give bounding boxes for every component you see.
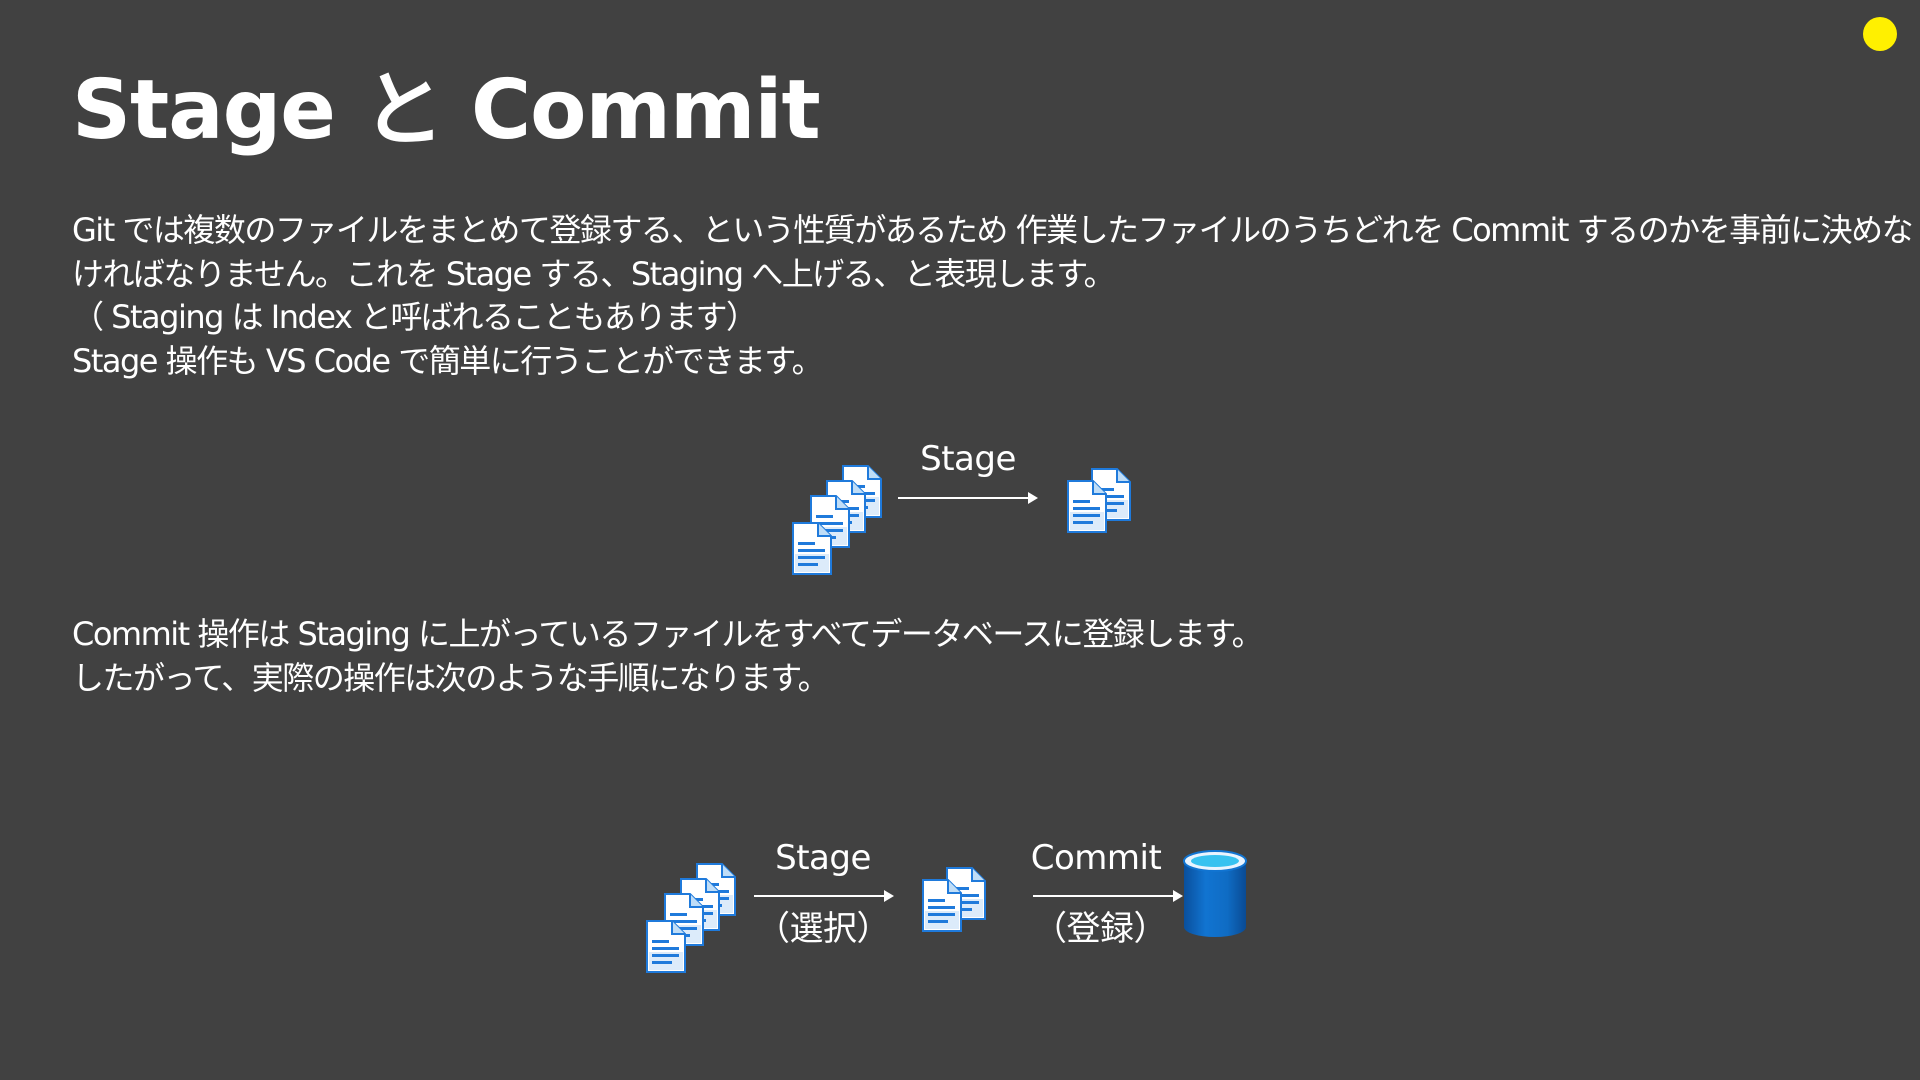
stage-label: Stage — [920, 439, 1016, 479]
commit-paragraph: Commit 操作は Staging に上がっているファイルをすべてデータベース… — [72, 613, 1264, 700]
stage-arrow — [898, 492, 1038, 504]
commit-arrow — [1033, 890, 1183, 902]
intro-paragraph: Git では複数のファイルをまとめて登録する、という性質があるため 作業したファ… — [72, 209, 1914, 383]
intro-line: Git では複数のファイルをまとめて登録する、という性質があるため 作業したファ… — [72, 211, 1914, 249]
stage-label: Stage — [775, 838, 871, 878]
staged-documents-icon — [922, 867, 986, 932]
multiple-documents-icon — [792, 465, 882, 575]
intro-line: ければなりません。これを Stage する、Staging へ上げる、と表現しま… — [72, 254, 1116, 293]
accent-dot — [1863, 17, 1897, 51]
stage-sublabel: （選択） — [756, 909, 891, 949]
commit-line: Commit 操作は Staging に上がっているファイルをすべてデータベース… — [72, 615, 1264, 653]
multiple-documents-icon — [646, 863, 736, 973]
staged-documents-icon — [1067, 468, 1131, 533]
commit-sublabel: （登録） — [1033, 909, 1168, 949]
intro-line: （ Staging は Index と呼ばれることもあります） — [72, 298, 758, 336]
slide-title: Stage と Commit — [72, 63, 821, 158]
intro-line: Stage 操作も VS Code で簡単に行うことができます。 — [72, 341, 824, 380]
commit-label: Commit — [1030, 838, 1162, 878]
commit-line: したがって、実際の操作は次のような手順になります。 — [72, 658, 830, 697]
stage-arrow — [754, 890, 894, 902]
database-icon — [1183, 850, 1247, 937]
